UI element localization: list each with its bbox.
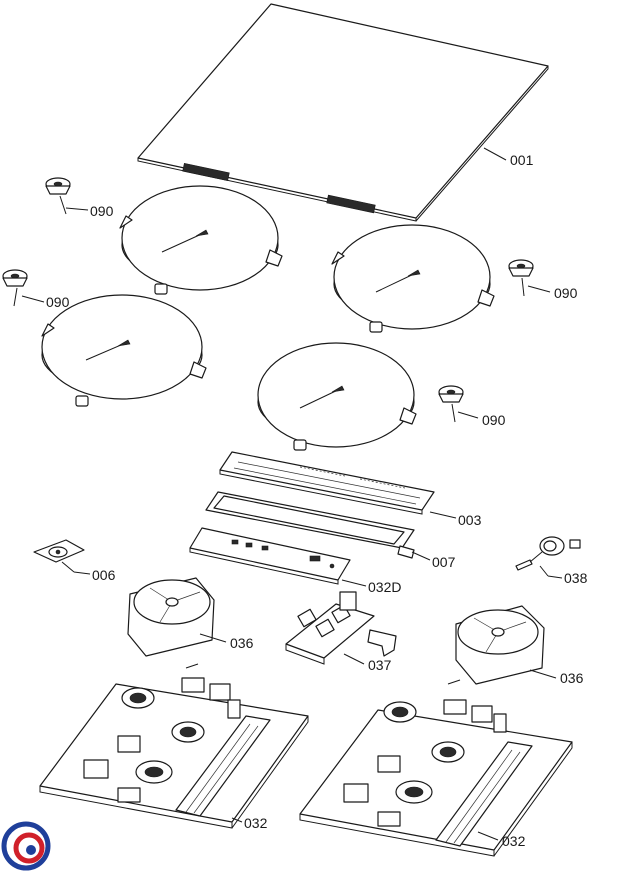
label-032-b: 032	[502, 833, 526, 849]
label-036-b: 036	[560, 670, 584, 686]
part-090-foot-b[interactable]	[2, 269, 28, 287]
part-007-bracket[interactable]	[205, 491, 415, 559]
part-003-key-frame[interactable]	[219, 451, 435, 515]
part-001-glass-top[interactable]	[137, 3, 549, 222]
part-032D-control-board[interactable]	[189, 527, 351, 585]
label-090-c: 090	[554, 285, 578, 301]
label-090-d: 090	[482, 412, 506, 428]
label-090-b: 090	[46, 294, 70, 310]
part-090-foot-c[interactable]	[508, 259, 534, 277]
part-038-thermal-part[interactable]	[515, 536, 581, 571]
part-090-foot-a[interactable]	[45, 177, 71, 195]
label-090-a: 090	[90, 203, 114, 219]
label-036-a: 036	[230, 635, 254, 651]
induction-coil-front-left[interactable]	[41, 294, 207, 407]
part-037-relay-module[interactable]	[285, 591, 397, 665]
label-006: 006	[92, 567, 116, 583]
brand-logo	[1, 821, 51, 871]
part-032-power-board-right[interactable]	[299, 679, 573, 857]
label-007: 007	[432, 554, 456, 570]
part-036-fan-right[interactable]	[455, 605, 545, 685]
label-032D: 032D	[368, 579, 401, 595]
label-038: 038	[564, 570, 588, 586]
induction-coil-rear-left[interactable]	[119, 185, 283, 295]
part-090-foot-d[interactable]	[438, 385, 464, 403]
part-006-sensor[interactable]	[33, 539, 85, 563]
part-036-fan-left[interactable]	[127, 577, 215, 657]
label-001: 001	[510, 152, 534, 168]
label-003: 003	[458, 512, 482, 528]
label-037: 037	[368, 657, 392, 673]
induction-coil-front-right[interactable]	[257, 342, 417, 451]
part-032-power-board-left[interactable]	[39, 663, 309, 829]
induction-coil-rear-right[interactable]	[331, 224, 495, 333]
label-032-a: 032	[244, 815, 268, 831]
